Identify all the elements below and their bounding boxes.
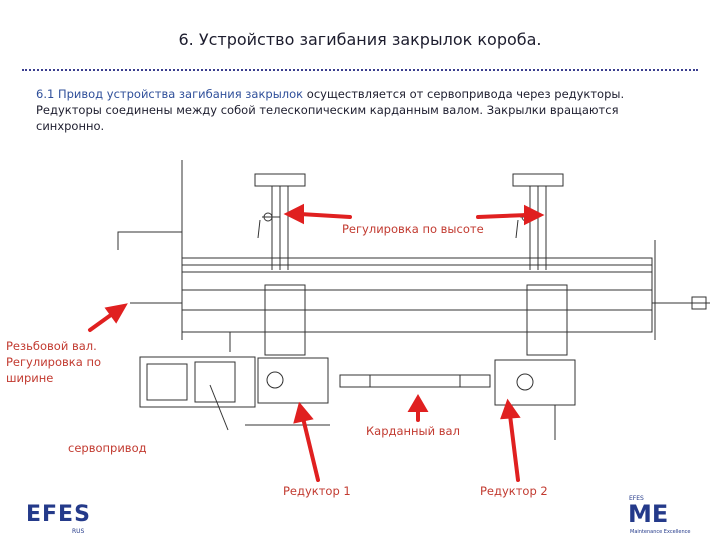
servo-motor: [139, 356, 256, 408]
frame-body: [181, 271, 653, 333]
bracket-top-right: [512, 173, 564, 187]
me-logo-sub: Maintenance Excellence: [630, 529, 691, 535]
description-line2: Редукторы соединены между собой телескоп…: [36, 103, 619, 117]
efes-logo-sub: RUS: [72, 528, 85, 535]
column-left: [264, 284, 306, 356]
label-gearbox-1: Редуктор 1: [283, 484, 351, 498]
label-gearbox-2: Редуктор 2: [480, 484, 548, 498]
label-cardan-shaft: Карданный вал: [366, 424, 460, 438]
label-threaded-shaft-2: Регулировка по: [6, 355, 101, 369]
cardan-shaft-shape: [339, 374, 491, 388]
handle-left: [263, 212, 273, 222]
left-hook: [117, 231, 183, 256]
dotted-divider: [22, 69, 698, 71]
description-line1: осуществляется от сервопривода через ред…: [303, 87, 625, 101]
bracket-top-left: [254, 173, 306, 187]
label-threaded-shaft-3: ширине: [6, 371, 54, 385]
description-line3: синхронно.: [36, 119, 105, 133]
column-right: [526, 284, 568, 356]
efes-logo: EFES: [26, 502, 91, 527]
gearbox-2-shape: [494, 359, 576, 406]
label-threaded-shaft-1: Резьбовой вал.: [6, 339, 97, 353]
label-servo: сервопривод: [68, 441, 147, 455]
page-title: 6. Устройство загибания закрылок короба.: [178, 30, 542, 49]
me-logo-small: EFES: [629, 495, 644, 502]
gearbox-1-shape: [257, 357, 329, 404]
label-height-adjust: Регулировка по высоте: [342, 221, 484, 237]
description-highlight: 6.1 Привод устройства загибания закрылок: [36, 87, 304, 101]
description-paragraph: 6.1 Привод устройства загибания закрылок…: [36, 86, 636, 134]
me-logo: ME: [628, 500, 669, 528]
